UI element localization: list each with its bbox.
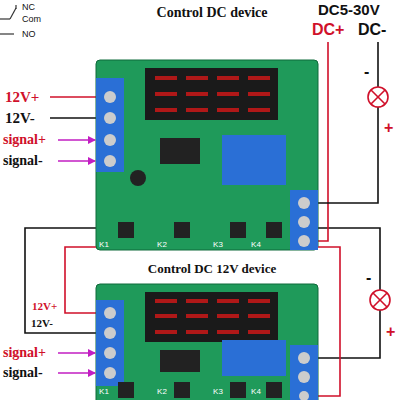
polarity-mark: + xyxy=(386,324,395,340)
button-name: K1 xyxy=(99,241,109,249)
signal-pin: signal- xyxy=(3,154,43,168)
terminal-name: Com xyxy=(22,15,41,24)
terminal-name: NC xyxy=(22,3,35,12)
button-name: K4 xyxy=(251,241,261,249)
power-pin: 12V+ xyxy=(32,301,57,312)
button-name: K3 xyxy=(213,241,223,249)
button-name: K4 xyxy=(251,388,261,396)
polarity-mark: - xyxy=(364,64,369,80)
signal-pin: signal+ xyxy=(3,346,46,360)
relay-contact-symbol xyxy=(0,5,16,34)
button-name: K2 xyxy=(157,388,167,396)
section-title: Control DC 12V device xyxy=(148,262,276,275)
power-pin: 12V- xyxy=(31,318,53,329)
polarity-mark: + xyxy=(384,120,393,136)
button-name: K3 xyxy=(213,388,223,396)
button-name: K2 xyxy=(157,241,167,249)
relay-board xyxy=(96,284,318,400)
relay-board xyxy=(96,60,318,250)
button-name: K1 xyxy=(99,388,109,396)
voltage-range: DC5-30V xyxy=(318,2,380,17)
power-pin: 12V- xyxy=(5,111,35,126)
signal-pin: signal- xyxy=(3,366,43,380)
supply-pole: DC+ xyxy=(312,22,344,38)
polarity-mark: - xyxy=(366,270,371,286)
signal-pin: signal+ xyxy=(3,133,46,147)
power-pin: 12V+ xyxy=(5,90,39,105)
supply-pole: DC- xyxy=(358,22,386,38)
section-title: Control DC device xyxy=(157,6,268,20)
terminal-name: NO xyxy=(22,30,36,39)
